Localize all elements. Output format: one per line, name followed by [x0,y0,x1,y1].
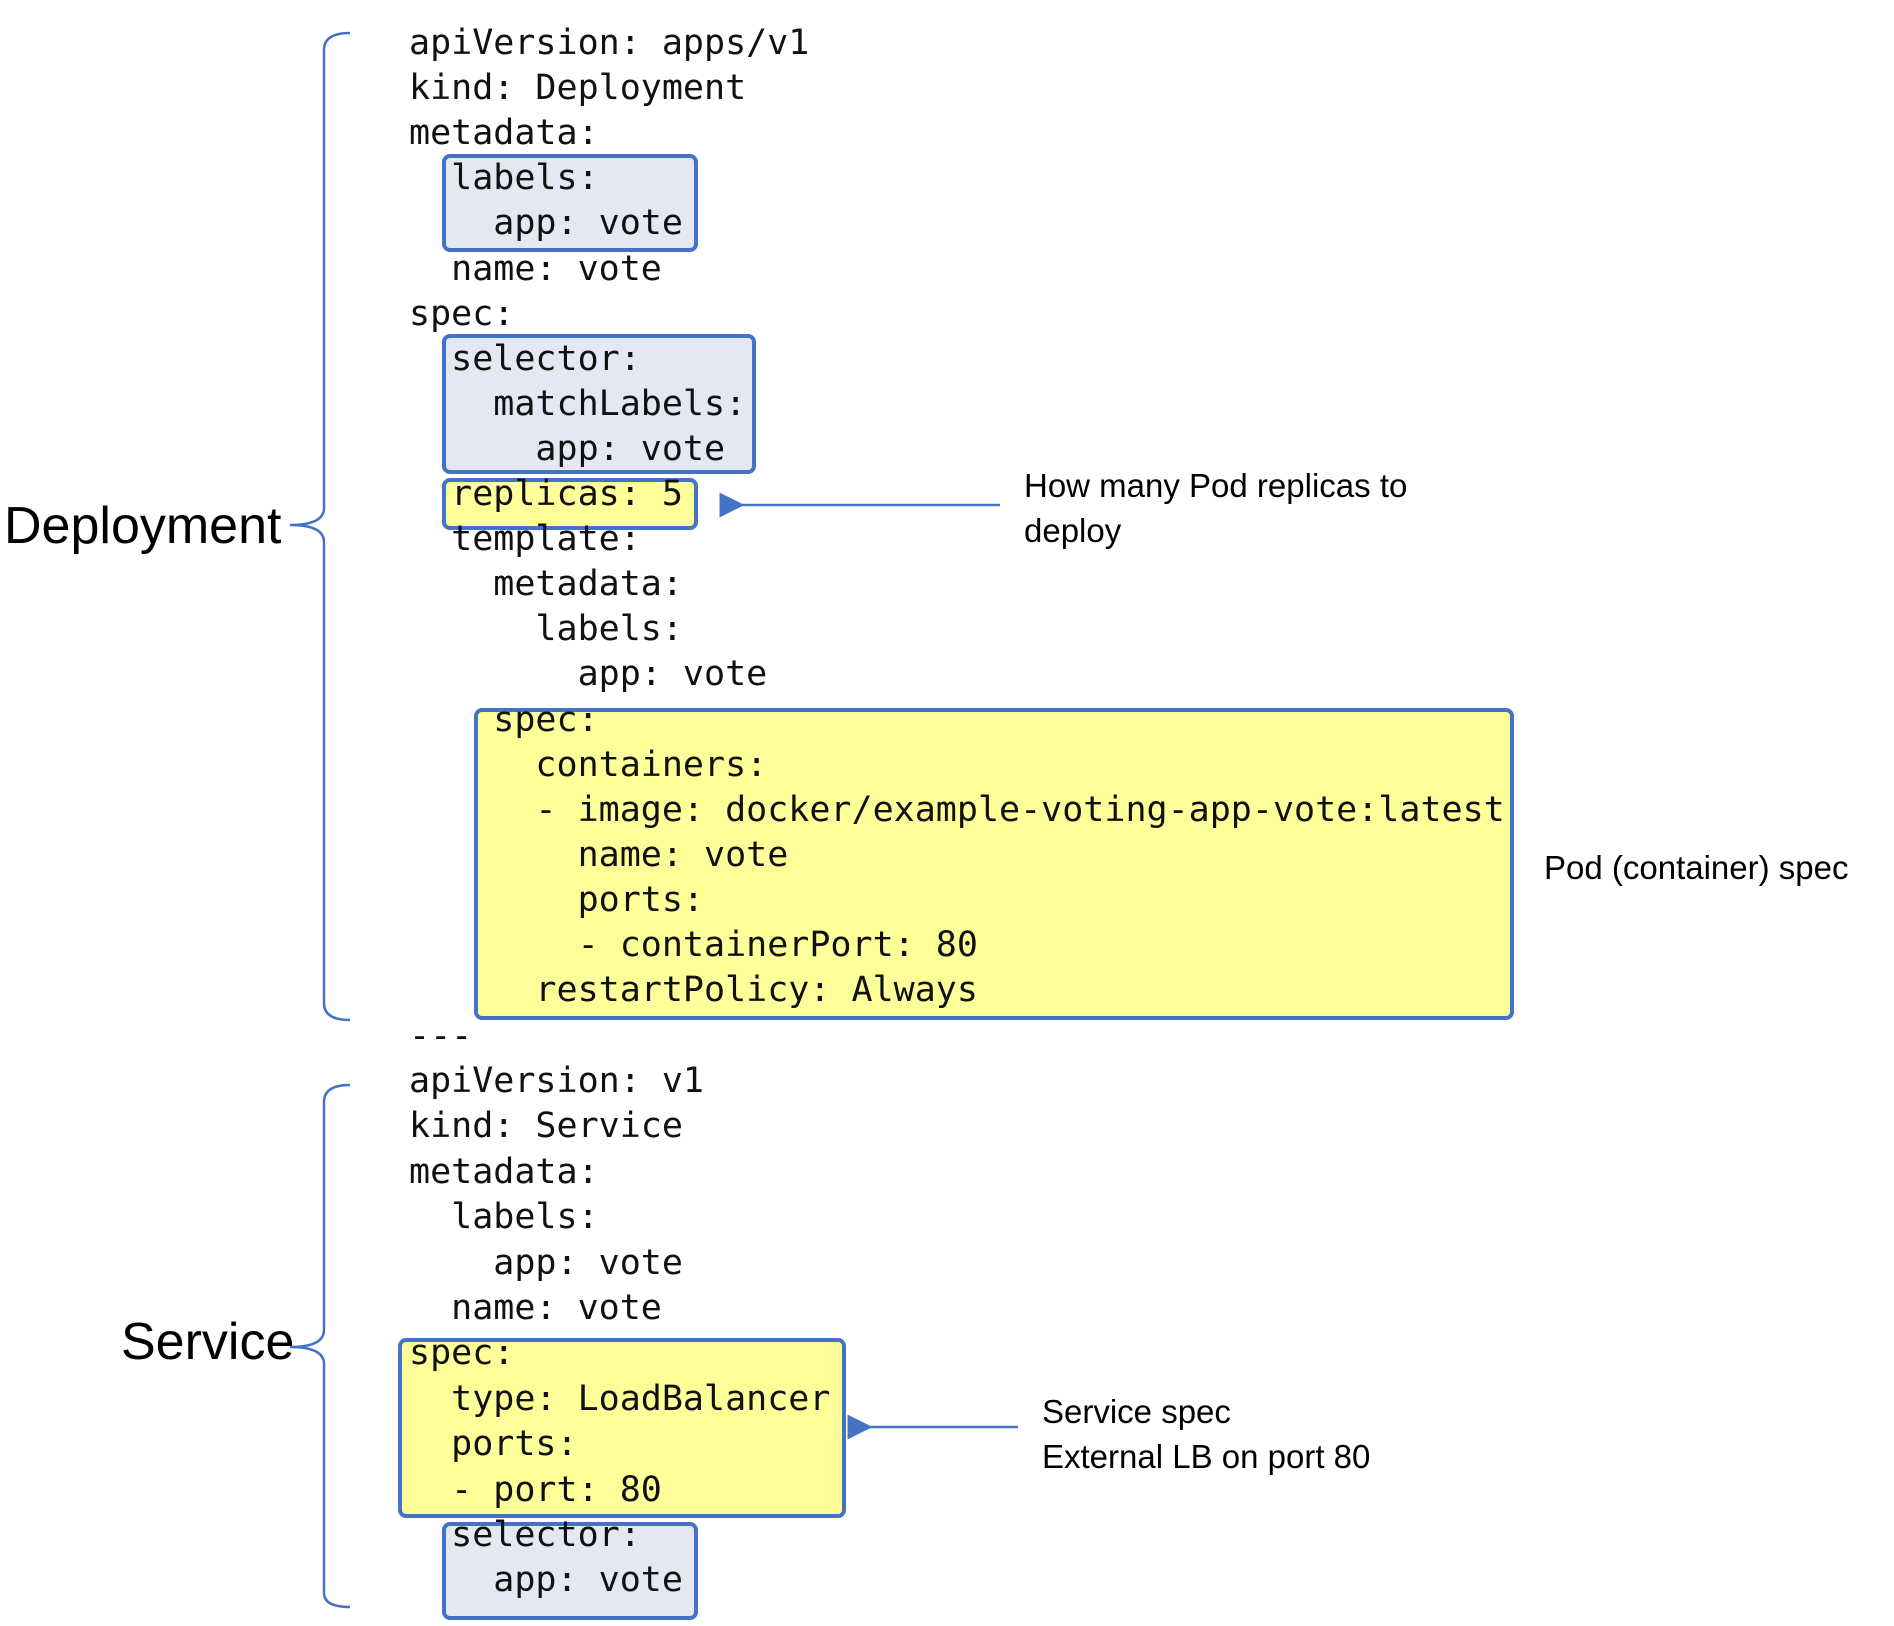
yaml-line: --- [409,1015,473,1056]
yaml-line: labels: [409,609,683,650]
yaml-line: ports: [409,879,705,920]
service-brace [289,1083,351,1609]
replicas-note-line-2: deploy [1024,512,1122,549]
yaml-line: replicas: 5 [409,474,683,514]
yaml-line: restartPolicy: Always [409,970,978,1011]
deployment-labels-highlight [442,154,698,252]
deployment-brace [289,31,351,1022]
yaml-line: labels: [409,158,599,199]
pod-spec-note: Pod (container) spec [1544,849,1849,886]
yaml-line: name: vote [409,248,662,289]
yaml-line: kind: Deployment [409,68,747,109]
yaml-line: metadata: [409,113,599,154]
yaml-line: spec: [409,293,515,334]
replicas-note: How many Pod replicas to deploy [1024,463,1407,553]
replicas-highlight [442,478,698,530]
yaml-line: app: vote [409,1242,683,1283]
yaml-line: selector: [409,338,641,379]
yaml-line: apiVersion: apps/v1 [409,23,810,63]
yaml-line: - image: docker/example-voting-app-vote:… [409,789,1505,830]
deployment-label: Deployment [4,497,282,555]
yaml-line: name: vote [409,1287,662,1328]
yaml-line: type: LoadBalancer [409,1378,831,1419]
yaml-line: containers: [409,744,768,785]
yaml-line: - containerPort: 80 [409,925,978,965]
service-note-line-1: Service spec [1042,1393,1231,1430]
yaml-line: matchLabels: [409,383,747,424]
yaml-line: kind: Service [409,1106,683,1147]
yaml-line: app: vote [409,654,768,695]
yaml-line: app: vote [409,203,683,244]
yaml-line: apiVersion: v1 [409,1060,705,1101]
pod-spec-highlight [474,708,1514,1020]
yaml-line: spec: [409,699,599,740]
service-spec-highlight [398,1338,846,1518]
service-note-line-2: External LB on port 80 [1042,1438,1371,1475]
deployment-selector-highlight [442,334,756,474]
yaml-line: - port: 80 [409,1469,662,1510]
service-label: Service [121,1313,295,1371]
service-selector-highlight [442,1522,698,1620]
replicas-note-line-1: How many Pod replicas to [1024,467,1408,504]
yaml-line: spec: [409,1333,515,1374]
yaml-line: ports: [409,1424,578,1465]
yaml-line: labels: [409,1197,599,1238]
yaml-line: selector: [409,1514,641,1555]
yaml-line: app: vote [409,1560,683,1601]
yaml-line: app: vote [409,428,726,469]
yaml-line: template: [409,519,641,560]
yaml-line: name: vote [409,834,789,875]
yaml-line: metadata: [409,1151,599,1192]
service-spec-note: Service spec External LB on port 80 [1042,1389,1370,1479]
yaml-line: metadata: [409,564,683,605]
